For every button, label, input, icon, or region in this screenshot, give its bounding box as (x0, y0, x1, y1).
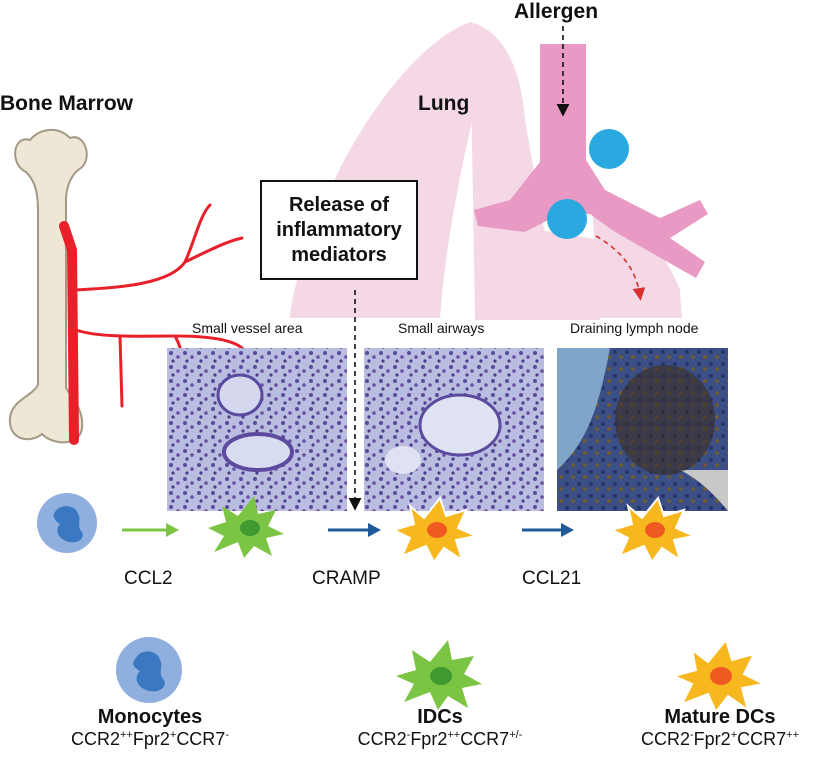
release-box-line-3: mediators (291, 243, 387, 266)
population-markers: CCR2-Fpr2++CCR7+/- (357, 729, 523, 749)
airway-lumen (222, 432, 294, 472)
migration-arrow (595, 235, 646, 301)
immature-dendritic-cell-icon (396, 640, 482, 710)
chemokine-cramp: CRAMP (312, 568, 381, 589)
arrow-ccl2 (122, 523, 179, 537)
chemokine-ccl21: CCL21 (522, 568, 582, 589)
alveolar-space (385, 446, 421, 474)
airway-lumen (418, 393, 502, 457)
vessel-lumen (216, 373, 264, 417)
allergen-label: Allergen (514, 0, 599, 23)
mature-dendritic-cell-icon (391, 495, 480, 564)
mature-dendritic-cell-icon (609, 495, 698, 564)
population-name: Mature DCs (664, 706, 776, 728)
release-box-line-2: inflammatory (276, 218, 402, 241)
panel-caption-vessel: Small vessel area (192, 320, 303, 336)
population-mature-dcs: Mature DCs CCR2-Fpr2+CCR7++ (600, 706, 835, 750)
monocyte-cell-icon (37, 493, 97, 553)
population-monocytes: Monocytes CCR2++Fpr2+CCR7- (30, 706, 270, 750)
blood-vessels (59, 203, 244, 445)
population-markers: CCR2++Fpr2+CCR7- (70, 729, 229, 749)
mature-dendritic-cell-icon (671, 637, 768, 714)
release-box-line-1: Release of (288, 193, 390, 216)
population-idcs: IDCs CCR2-Fpr2++CCR7+/- (320, 706, 560, 750)
population-name: IDCs (417, 706, 463, 728)
arrow-ccl21 (522, 523, 574, 537)
lymph-node-capsule (557, 348, 610, 470)
monocyte-cell-icon (116, 637, 182, 703)
airway-tree (474, 44, 708, 278)
arrow-cramp (328, 523, 381, 537)
panel-caption-lymph-node: Draining lymph node (570, 320, 699, 336)
bone-illustration (8, 129, 88, 444)
immature-dendritic-cell-icon (208, 496, 284, 558)
lung-label: Lung (418, 92, 470, 115)
bone-marrow-label: Bone Marrow (0, 92, 134, 115)
allergen-dc-cell-icon (547, 199, 587, 239)
population-name: Monocytes (97, 706, 203, 728)
lymph-node-stained-region (615, 365, 715, 475)
chemokine-ccl2: CCL2 (124, 568, 173, 589)
lymph-node-edge (680, 470, 728, 511)
release-mediators-box: Release of inflammatory mediators (260, 180, 418, 280)
histology-panel-vessel (167, 348, 347, 511)
allergen-dc-cell-icon (589, 129, 629, 169)
population-markers: CCR2-Fpr2+CCR7++ (640, 729, 799, 749)
panel-caption-airways: Small airways (398, 320, 485, 336)
